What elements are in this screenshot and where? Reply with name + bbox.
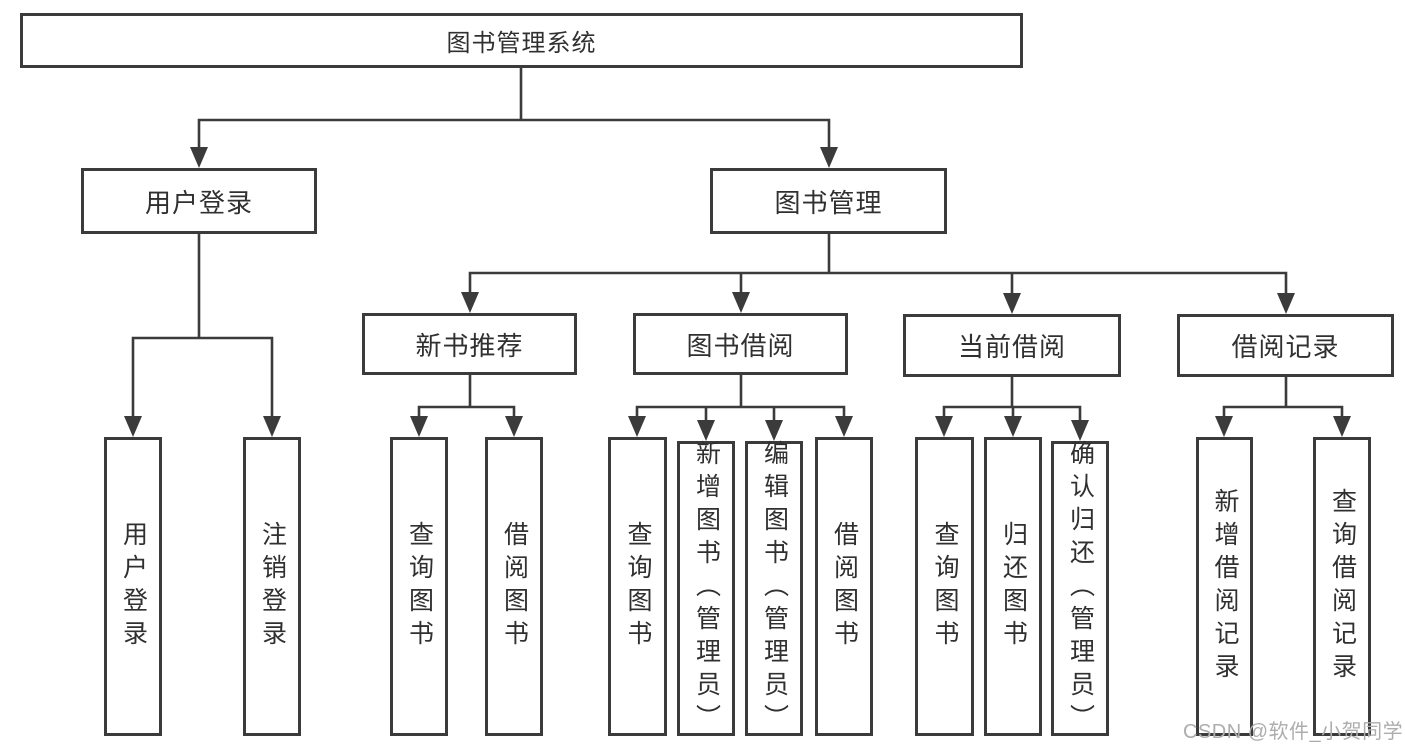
- leaf-records-query-record: 查询借阅记录: [1313, 437, 1371, 736]
- leaf-newbook-borrow-books-label: 借阅图书: [500, 520, 529, 653]
- leaf-borrow-borrow-books: 借阅图书: [815, 437, 873, 736]
- connector-book-borrow-to-leaves: [628, 375, 853, 441]
- leaf-borrow-query-books: 查询图书: [608, 437, 667, 736]
- leaf-logout: 注销登录: [243, 437, 301, 736]
- leaf-current-query-books: 查询图书: [915, 437, 974, 736]
- leaf-records-add-record: 新增借阅记录: [1196, 437, 1253, 736]
- watermark-text: CSDN @软件_小贺同学: [1183, 721, 1404, 743]
- connector-new-book-to-leaves: [410, 375, 523, 437]
- leaf-newbook-query-books: 查询图书: [390, 437, 448, 736]
- node-borrow-records: 借阅记录: [1177, 314, 1394, 377]
- leaf-borrow-borrow-books-label: 借阅图书: [830, 520, 859, 653]
- leaf-current-query-books-label: 查询图书: [931, 520, 959, 653]
- leaf-borrow-edit-books-admin-label: 编辑图书（管理员）: [760, 440, 789, 737]
- leaf-borrow-query-books-label: 查询图书: [624, 520, 652, 653]
- node-current-borrow: 当前借阅: [903, 314, 1121, 377]
- leaf-newbook-borrow-books: 借阅图书: [485, 437, 543, 736]
- node-user-login: 用户登录: [81, 168, 317, 234]
- node-book-management: 图书管理: [710, 168, 947, 234]
- leaf-borrow-add-books-admin-label: 新增图书（管理员）: [692, 440, 721, 737]
- connector-user-login-to-leaves: [124, 234, 281, 437]
- connector-borrow-records-to-leaves: [1215, 377, 1351, 437]
- leaf-current-confirm-return-admin-label: 确认归还（管理员）: [1066, 440, 1095, 737]
- leaf-records-add-record-label: 新增借阅记录: [1211, 487, 1239, 686]
- connector-book-management-to-sections: [461, 234, 1295, 314]
- leaf-records-query-record-label: 查询借阅记录: [1328, 487, 1357, 686]
- node-library-system: 图书管理系统: [20, 13, 1023, 68]
- connector-root-to-branches: [190, 68, 838, 168]
- node-book-borrow: 图书借阅: [633, 313, 848, 375]
- leaf-borrow-add-books-admin: 新增图书（管理员）: [677, 440, 735, 737]
- leaf-current-return-books: 归还图书: [984, 437, 1042, 736]
- connector-current-borrow-to-leaves: [935, 377, 1089, 441]
- leaf-borrow-edit-books-admin: 编辑图书（管理员）: [745, 440, 803, 737]
- leaf-user-login-label: 用户登录: [119, 520, 148, 653]
- leaf-current-confirm-return-admin: 确认归还（管理员）: [1051, 440, 1109, 737]
- leaf-logout-label: 注销登录: [258, 520, 287, 653]
- leaf-newbook-query-books-label: 查询图书: [405, 520, 434, 653]
- leaf-current-return-books-label: 归还图书: [999, 520, 1028, 653]
- node-new-book-recommend: 新书推荐: [362, 313, 577, 375]
- leaf-user-login: 用户登录: [104, 437, 162, 736]
